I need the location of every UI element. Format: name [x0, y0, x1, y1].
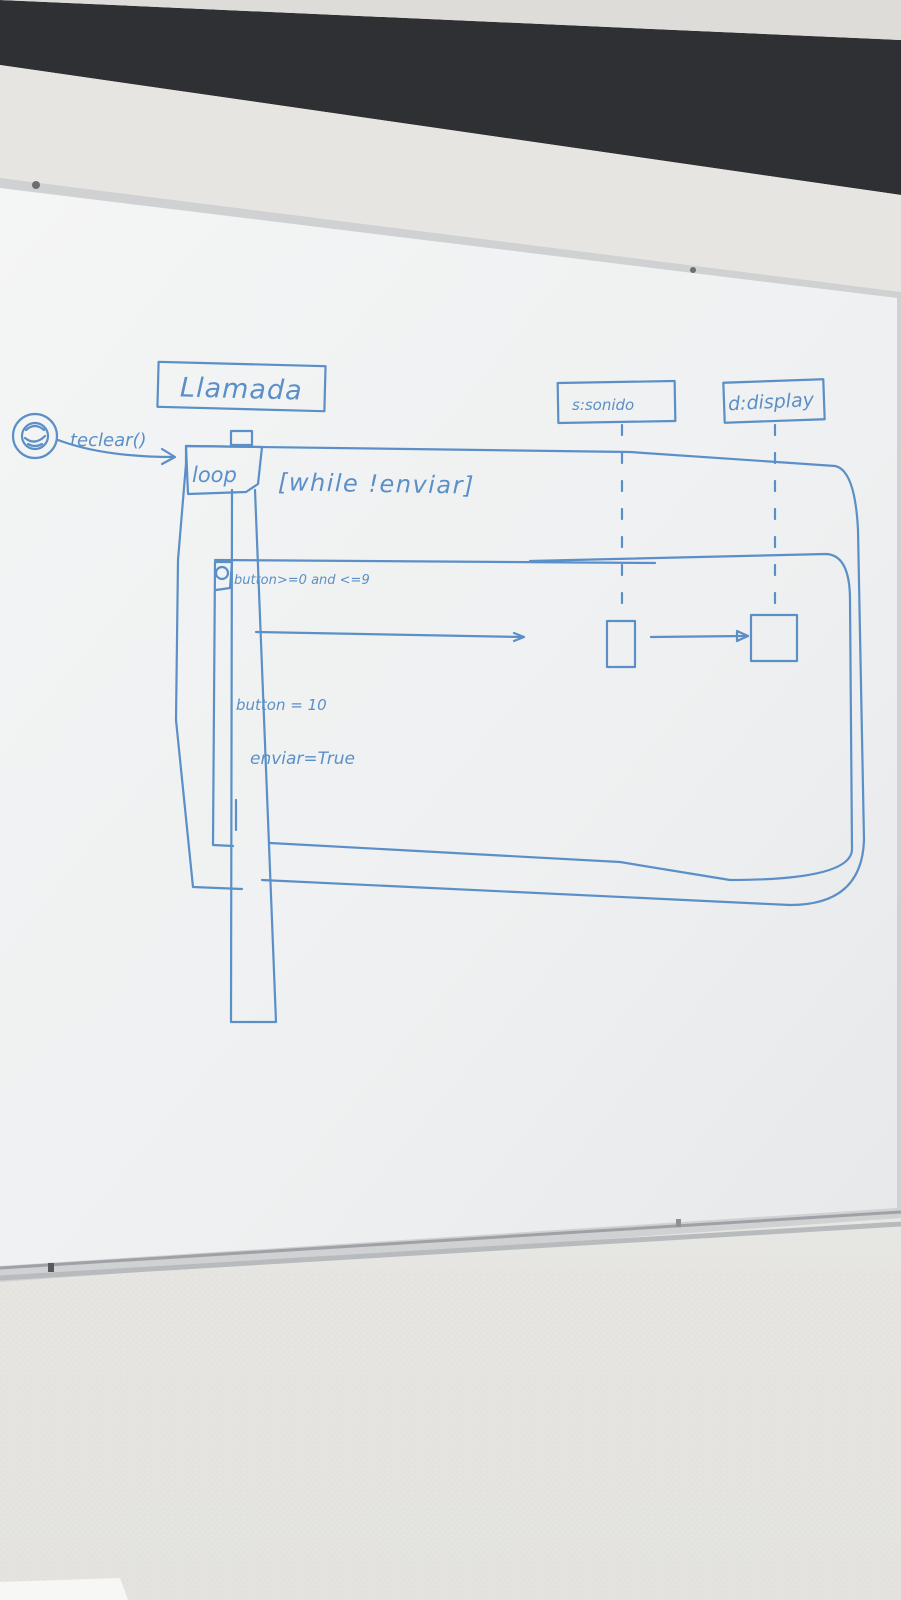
- llamada-lifeline-box: [156, 360, 327, 413]
- tray-clip-right: [676, 1219, 681, 1227]
- llamada-label: Llamada: [180, 372, 303, 406]
- actor-icon-inner: [20, 421, 50, 451]
- loop-operator-tab: [184, 444, 264, 496]
- llamada-activation-bar: [229, 488, 278, 1024]
- corner-object: [0, 1578, 128, 1600]
- alt-frame: [211, 552, 854, 882]
- loop-guard-label: [while !enviar]: [278, 468, 475, 499]
- display-label: d:display: [727, 389, 815, 416]
- top-frame-highlight: [0, 0, 901, 40]
- sonido-label: s:sonido: [572, 396, 634, 414]
- sonido-lifeline-box: [556, 379, 677, 425]
- display-message-line: [649, 634, 747, 639]
- marker-tray: [0, 1221, 901, 1281]
- alt-action: enviar=True: [250, 749, 355, 769]
- alt-condition-1: button>=0 and <=9: [234, 573, 370, 588]
- activation-stub: [229, 429, 254, 447]
- alt-operator-glyph: [214, 565, 230, 581]
- top-frame: [0, 0, 901, 195]
- display-lifeline-box: [722, 378, 826, 424]
- sonido-message-line: [254, 630, 524, 639]
- teclear-message-arrow: [56, 438, 175, 459]
- display-message-arrowhead: [735, 629, 750, 643]
- loop-operator-label: loop: [192, 463, 237, 487]
- wall-texture: [0, 1270, 901, 1600]
- sequence-diagram: [11, 360, 866, 1024]
- actor-icon: [11, 412, 59, 460]
- sonido-activation: [605, 619, 637, 669]
- frame-screw-top: [690, 267, 696, 273]
- tray-clip-left: [48, 1263, 54, 1272]
- display-activation: [749, 613, 799, 663]
- teclear-label: teclear(): [70, 430, 147, 451]
- actor-icon-scribble: [23, 424, 47, 448]
- sonido-message-arrowhead: [512, 631, 526, 643]
- frame-screw-left: [32, 181, 40, 189]
- upper-wall-strip: [0, 65, 901, 300]
- whiteboard-surface: [0, 188, 897, 1266]
- teclear-arrowhead: [160, 447, 177, 466]
- board-bottom-edge: [0, 1210, 901, 1270]
- alt-operator-tab: [213, 560, 234, 592]
- alt-condition-2: button = 10: [236, 696, 327, 714]
